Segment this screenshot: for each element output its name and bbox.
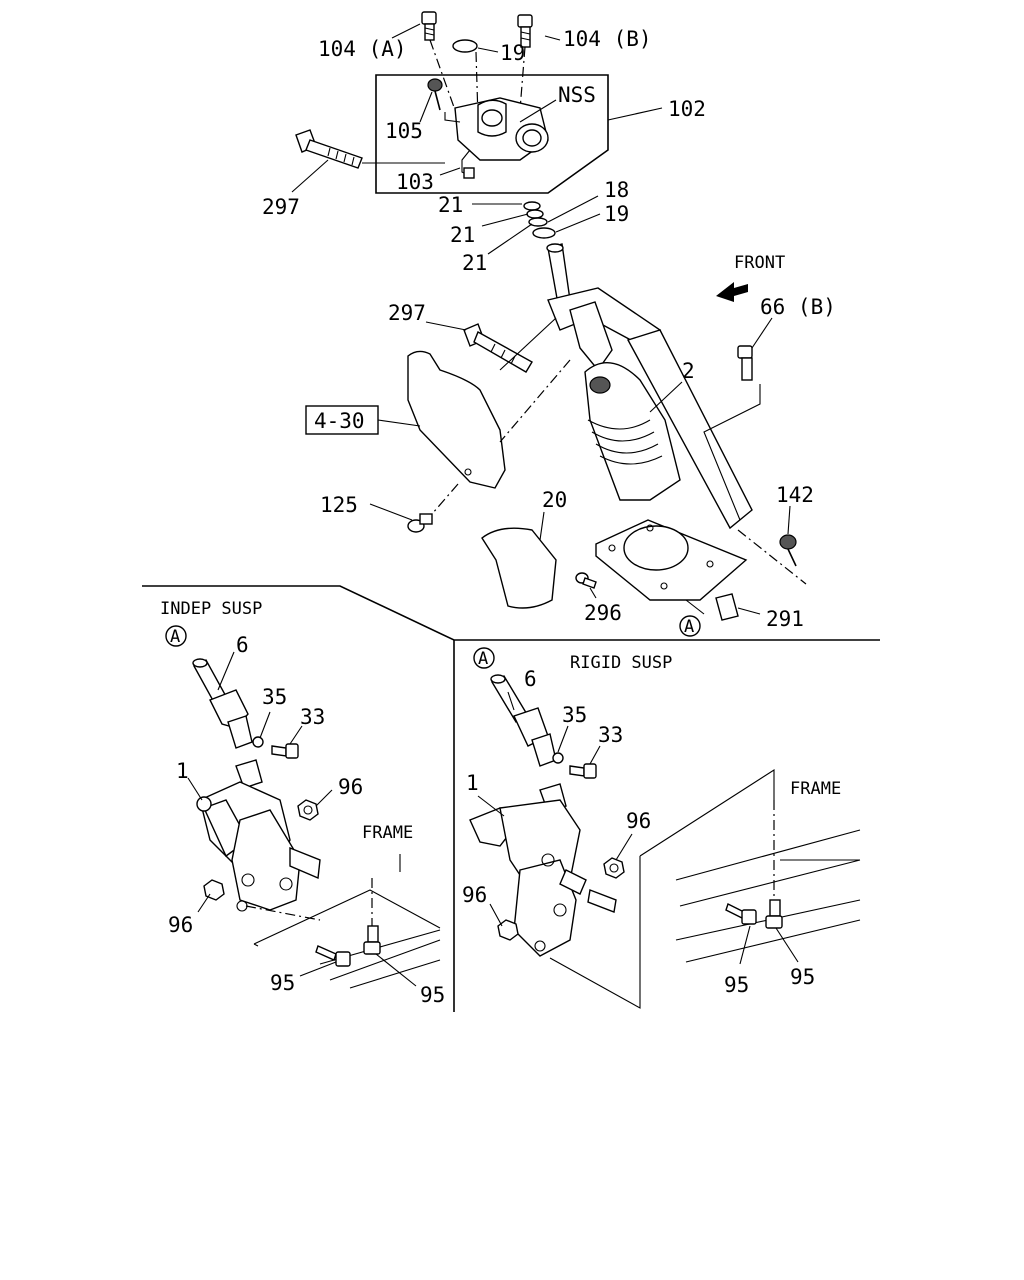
rigid-susp-group (469, 674, 861, 1009)
label-2: 2 (682, 359, 695, 383)
label-105: 105 (385, 119, 423, 143)
cover-20 (481, 527, 557, 609)
label-291: 291 (766, 607, 804, 631)
bolt-95-right-b (765, 899, 783, 929)
label-96-right-a: 96 (626, 809, 651, 833)
nut-96-left-b (203, 879, 225, 901)
label-96-left-b: 96 (168, 913, 193, 937)
label-nss: NSS (558, 83, 596, 107)
label-102: 102 (668, 97, 706, 121)
label-circle-a-right: A (478, 649, 488, 669)
label-21-b: 21 (450, 223, 475, 247)
bolt-296 (575, 572, 597, 589)
label-19-mid: 19 (604, 202, 629, 226)
bolt-95-left-b (363, 925, 381, 955)
label-33-left: 33 (300, 705, 325, 729)
label-104b: 104 (B) (563, 27, 652, 51)
nut-96-right-b (497, 919, 519, 941)
front-arrow-icon (716, 282, 748, 302)
steering-gearbox-right (469, 783, 617, 957)
label-6-right: 6 (524, 667, 537, 691)
label-35-left: 35 (262, 685, 287, 709)
assembly-102-box (375, 74, 609, 194)
washer-stack (472, 195, 601, 255)
label-95-right-b: 95 (790, 965, 815, 989)
label-104a: 104 (A) (318, 37, 407, 61)
label-297-top: 297 (262, 195, 300, 219)
circle-a-right-marker (473, 647, 495, 669)
label-95-right-a: 95 (724, 973, 749, 997)
label-1-right: 1 (466, 771, 479, 795)
label-4-30: 4-30 (314, 409, 365, 433)
label-297-mid: 297 (388, 301, 426, 325)
bolt-33-left (271, 743, 299, 759)
label-66b: 66 (B) (760, 295, 836, 319)
label-19-top: 19 (500, 41, 525, 65)
label-frame-left: FRAME (362, 823, 413, 843)
indep-susp-group (187, 651, 441, 989)
label-95-left-b: 95 (420, 983, 445, 1007)
label-front: FRONT (734, 253, 785, 273)
label-35-right: 35 (562, 703, 587, 727)
label-96-left-a: 96 (338, 775, 363, 799)
label-125: 125 (320, 493, 358, 517)
label-20: 20 (542, 488, 567, 512)
label-142: 142 (776, 483, 814, 507)
bolt-33-right (569, 763, 597, 779)
label-frame-right: FRAME (790, 779, 841, 799)
bolt-95-right-a (725, 903, 757, 925)
label-circle-a-top: A (684, 617, 694, 637)
screw-142 (779, 534, 797, 567)
lock-cylinder-body (444, 97, 549, 179)
steering-column-2 (369, 243, 807, 621)
steering-gearbox-left (196, 759, 321, 912)
ref-4-30-box (305, 405, 379, 435)
label-96-right-b: 96 (462, 883, 487, 907)
bolt-95-left-a (315, 945, 351, 967)
label-296: 296 (584, 601, 622, 625)
bolt-104b (517, 14, 533, 48)
label-21-c: 21 (462, 251, 487, 275)
label-33-right: 33 (598, 723, 623, 747)
section-dividers (142, 585, 880, 1012)
label-1-left: 1 (176, 759, 189, 783)
nut-96-right-a (603, 857, 625, 879)
bolt-104a (421, 11, 437, 41)
washer-19-top (452, 39, 478, 53)
label-103: 103 (396, 170, 434, 194)
label-rigid-susp: RIGID SUSP (570, 653, 672, 673)
clip-291 (715, 593, 739, 621)
circle-a-top-marker (679, 615, 701, 637)
screw-105 (427, 78, 443, 111)
label-indep-susp: INDEP SUSP (160, 599, 262, 619)
screw-125 (407, 513, 433, 533)
label-18: 18 (604, 178, 629, 202)
lock-assembly-group (291, 11, 663, 194)
label-95-left-a: 95 (270, 971, 295, 995)
label-6-left: 6 (236, 633, 249, 657)
label-circle-a-left: A (170, 627, 180, 647)
cable-tie-297-top (295, 129, 363, 169)
nut-96-left-a (297, 799, 319, 821)
label-21-a: 21 (438, 193, 463, 217)
cable-tie-297-mid (463, 323, 533, 373)
circle-a-left-marker (165, 625, 187, 647)
labels: 104 (A) 104 (B) 19 NSS 102 105 103 297 2… (160, 27, 841, 1007)
bolt-66b (737, 345, 753, 381)
